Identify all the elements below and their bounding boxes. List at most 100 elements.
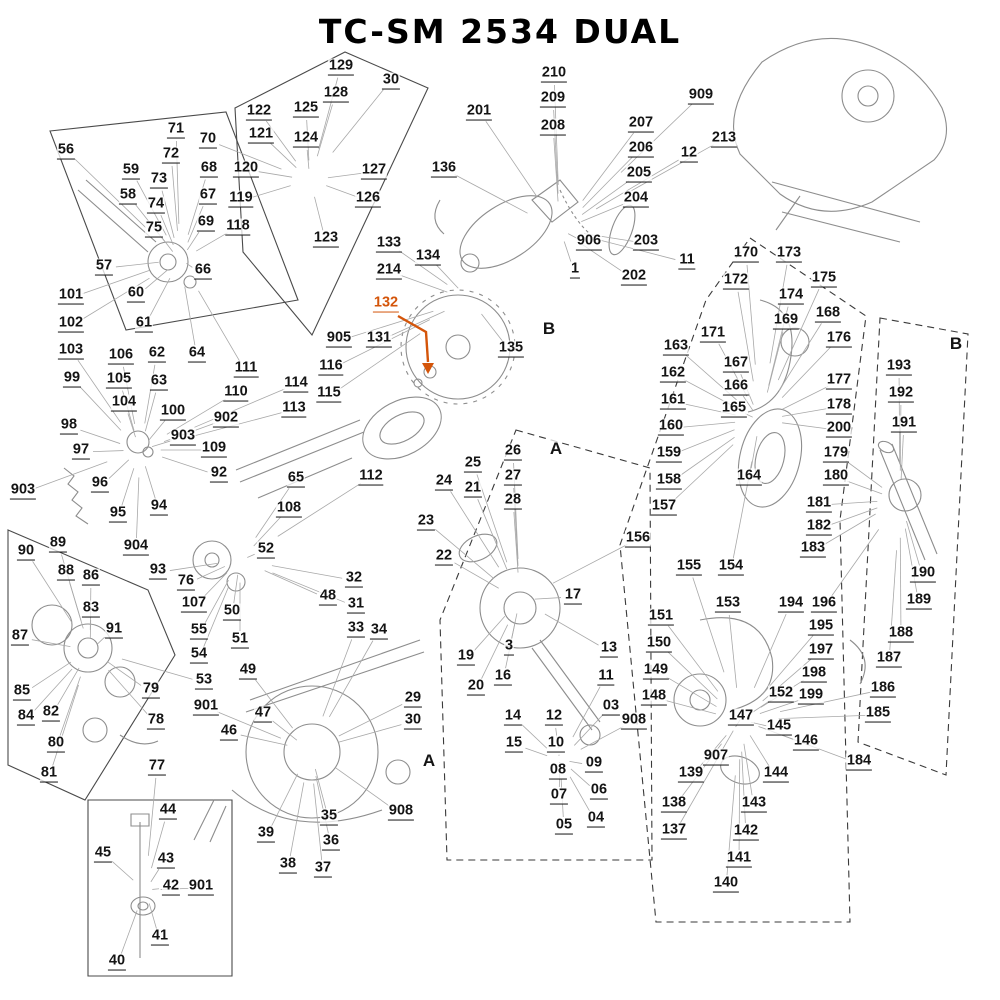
part-label-153: 153 [714, 595, 742, 613]
part-label-85: 85 [12, 683, 32, 701]
part-label-175: 175 [810, 270, 838, 288]
part-label-46: 46 [219, 723, 239, 741]
part-label-116: 116 [318, 358, 344, 376]
part-label-907: 907 [702, 748, 730, 766]
part-label-160: 160 [657, 418, 685, 436]
part-label-77: 77 [147, 758, 167, 776]
part-label-174: 174 [777, 287, 805, 305]
part-label-114: 114 [283, 375, 309, 393]
part-label-106: 106 [107, 347, 135, 365]
part-label-23: 23 [416, 513, 436, 531]
part-label-58: 58 [118, 187, 138, 205]
part-label-118: 118 [225, 218, 251, 236]
part-label-111: 111 [233, 360, 259, 378]
part-label-40: 40 [107, 953, 127, 971]
part-label-81: 81 [39, 765, 59, 783]
highlight-arrow-132 [398, 316, 434, 374]
part-label-187: 187 [875, 650, 903, 668]
part-label-30: 30 [403, 712, 423, 730]
part-label-47: 47 [253, 705, 273, 723]
part-label-139: 139 [677, 765, 705, 783]
part-label-109: 109 [200, 440, 228, 458]
part-label-124: 124 [292, 130, 320, 148]
part-label-43: 43 [156, 851, 176, 869]
part-label-903: 903 [9, 482, 37, 500]
part-label-67: 67 [198, 187, 218, 205]
part-label-163: 163 [662, 338, 690, 356]
part-label-15: 15 [504, 735, 524, 753]
part-label-59: 59 [121, 162, 141, 180]
part-label-64: 64 [187, 345, 207, 363]
part-label-71: 71 [166, 121, 186, 139]
part-label-54: 54 [189, 646, 209, 664]
part-label-20: 20 [466, 678, 486, 696]
part-label-97: 97 [71, 442, 91, 460]
part-label-146: 146 [792, 733, 820, 751]
part-label-29: 29 [403, 690, 423, 708]
part-label-199: 199 [797, 687, 825, 705]
part-label-88: 88 [56, 563, 76, 581]
part-label-901: 901 [187, 878, 215, 896]
part-label-182: 182 [805, 518, 833, 536]
part-label-66: 66 [193, 262, 213, 280]
part-label-126: 126 [354, 190, 382, 208]
part-label-173: 173 [775, 245, 803, 263]
part-label-33: 33 [346, 620, 366, 638]
part-label-03: 03 [601, 698, 621, 716]
part-label-86: 86 [81, 568, 101, 586]
part-label-189: 189 [905, 592, 933, 610]
part-label-103: 103 [57, 342, 85, 360]
part-label-137: 137 [660, 822, 688, 840]
part-label-194: 194 [777, 595, 805, 613]
part-label-188: 188 [887, 625, 915, 643]
part-label-180: 180 [822, 468, 850, 486]
part-label-31: 31 [346, 596, 366, 614]
part-label-76: 76 [176, 573, 196, 591]
part-label-208: 208 [539, 118, 567, 136]
part-label-206: 206 [627, 140, 655, 158]
part-label-63: 63 [149, 373, 169, 391]
part-label-06: 06 [589, 782, 609, 800]
part-label-28: 28 [503, 492, 523, 510]
part-label-125: 125 [292, 100, 320, 118]
part-label-60: 60 [126, 285, 146, 303]
part-label-3: 3 [503, 638, 515, 656]
part-label-205: 205 [625, 165, 653, 183]
part-label-1: 1 [569, 261, 581, 279]
part-label-22: 22 [434, 548, 454, 566]
part-label-200: 200 [825, 420, 853, 438]
part-label-148: 148 [640, 688, 668, 706]
section-letter-A: A [422, 751, 436, 771]
part-label-210: 210 [540, 65, 568, 83]
part-label-13: 13 [599, 640, 619, 658]
part-label-178: 178 [825, 397, 853, 415]
part-label-108: 108 [275, 500, 303, 518]
part-label-136: 136 [430, 160, 458, 178]
part-label-164: 164 [735, 468, 763, 486]
part-label-123: 123 [312, 230, 340, 248]
part-label-09: 09 [584, 755, 604, 773]
part-label-78: 78 [146, 712, 166, 730]
part-label-32: 32 [344, 570, 364, 588]
part-label-172: 172 [722, 272, 750, 290]
part-label-84: 84 [16, 708, 36, 726]
part-label-902: 902 [212, 410, 240, 428]
part-label-176: 176 [825, 330, 853, 348]
part-label-102: 102 [57, 315, 85, 333]
part-label-87: 87 [10, 628, 30, 646]
part-label-121: 121 [247, 126, 275, 144]
part-label-167: 167 [722, 355, 750, 373]
part-label-151: 151 [647, 608, 675, 626]
part-label-154: 154 [717, 558, 745, 576]
part-label-138: 138 [660, 795, 688, 813]
part-label-92: 92 [209, 465, 229, 483]
part-label-98: 98 [59, 417, 79, 435]
section-letter-B: B [949, 334, 963, 354]
part-label-30: 30 [381, 72, 401, 90]
part-label-96: 96 [90, 475, 110, 493]
part-label-133: 133 [375, 235, 403, 253]
part-label-120: 120 [232, 160, 260, 178]
part-label-34: 34 [369, 622, 389, 640]
part-label-12: 12 [679, 145, 699, 163]
part-label-91: 91 [104, 621, 124, 639]
